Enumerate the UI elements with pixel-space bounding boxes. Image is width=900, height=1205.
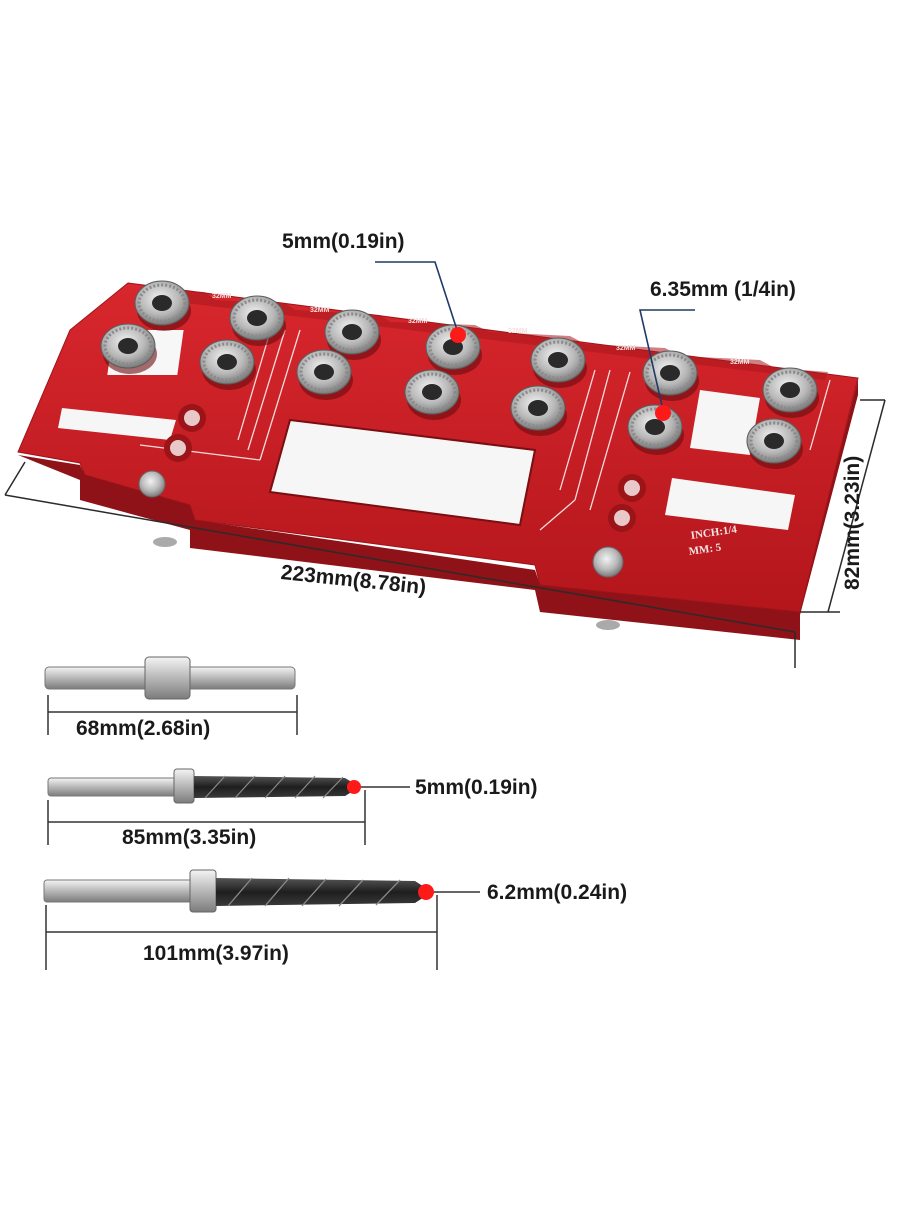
drill-bushing xyxy=(510,385,567,436)
drilling-jig-plate: 32MM 32MM 32MM 32MM 32MM 32MM xyxy=(17,280,859,640)
drill-bushing xyxy=(229,295,286,346)
drill-bit-5mm xyxy=(47,768,410,845)
spacing-label: 32MM xyxy=(310,307,330,314)
plate-dimension-lines xyxy=(4,399,886,668)
drill-bushing xyxy=(425,324,482,375)
plate-edge xyxy=(18,380,858,640)
callout-dot xyxy=(450,327,466,343)
reference-pins xyxy=(138,470,624,630)
drill-bushing xyxy=(404,369,461,420)
drill-bushing xyxy=(324,309,381,360)
drill-bit-6mm xyxy=(43,869,480,970)
right-hole-callout: 6.35mm (1/4in) xyxy=(650,278,796,301)
drill-flutes xyxy=(227,877,401,907)
tip-dot xyxy=(418,884,434,900)
dowel-pin-length-label: 68mm(2.68in) xyxy=(76,717,211,740)
drill-bushing xyxy=(762,367,819,418)
drill-5mm-tip-label: 5mm(0.19in) xyxy=(415,776,538,799)
drill-bushings xyxy=(100,280,819,469)
spacing-label: 32MM xyxy=(616,345,636,352)
drill-bushing xyxy=(199,339,256,390)
drill-bushing xyxy=(296,349,353,400)
drill-bushing xyxy=(746,418,803,469)
plate-width-label: 82mm(3.23in) xyxy=(841,455,864,590)
drill-bushing xyxy=(134,280,191,331)
spacing-label: 32MM xyxy=(508,328,528,335)
drill-flutes xyxy=(204,775,344,799)
plate-window xyxy=(690,390,760,455)
threaded-holes xyxy=(164,404,646,532)
drill-6mm-tip-label: 6.2mm(0.24in) xyxy=(487,881,628,904)
dowel-pin xyxy=(44,656,298,735)
plate-spacing-labels: 32MM 32MM 32MM 32MM 32MM 32MM xyxy=(212,293,750,366)
spacing-label: 32MM xyxy=(730,359,750,366)
plate-slot xyxy=(58,408,176,440)
drill-5mm-length-label: 85mm(3.35in) xyxy=(122,826,257,849)
spacing-label: 32MM xyxy=(212,293,232,300)
plate-scale-lines xyxy=(139,329,831,531)
callout-leaders xyxy=(375,261,695,411)
plate-center-window xyxy=(268,418,537,527)
drill-bushing xyxy=(627,404,684,455)
plate-slot xyxy=(665,478,795,530)
drill-6mm-length-label: 101mm(3.97in) xyxy=(143,942,289,965)
drill-bushing xyxy=(100,323,157,374)
top-hole-callout: 5mm(0.19in) xyxy=(282,230,405,253)
tip-dot xyxy=(347,780,361,794)
drill-bushing xyxy=(530,337,587,388)
callout-dot xyxy=(655,405,671,421)
spacing-label: 32MM xyxy=(408,318,428,325)
